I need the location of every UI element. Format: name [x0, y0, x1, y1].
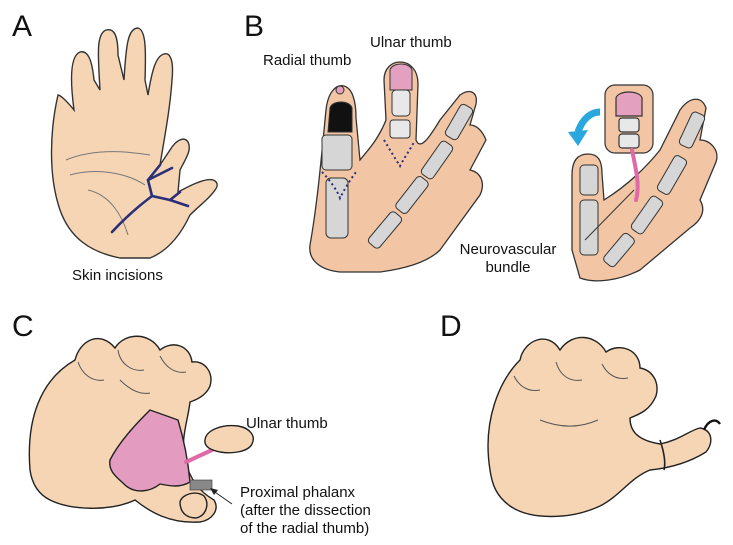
- phalanx-label-line-1: Proximal phalanx: [240, 484, 371, 502]
- ulnar-thumb-label-b: Ulnar thumb: [370, 34, 452, 52]
- phalanx-label-line-2: (after the dissection: [240, 502, 371, 520]
- neurovascular-bundle-label: Neurovascular bundle: [433, 241, 583, 277]
- panel-d-nail-tip: [704, 421, 720, 430]
- panel-letter-d: D: [440, 312, 462, 342]
- radial-thumb-label: Radial thumb: [263, 52, 351, 70]
- bundle-label-line-1: Neurovascular: [433, 241, 583, 259]
- skin-incisions-label: Skin incisions: [72, 267, 163, 285]
- panel-d-hand: [488, 337, 711, 516]
- panel-letter-b: B: [244, 12, 264, 42]
- panel-letter-a: A: [12, 12, 32, 42]
- ulnar-thumb-label-c: Ulnar thumb: [246, 415, 328, 433]
- proximal-phalanx-label: Proximal phalanx (after the dissection o…: [240, 484, 371, 538]
- panel-c-hand: [29, 336, 216, 522]
- bundle-label-line-2: bundle: [433, 259, 583, 277]
- panel-a-hand: [52, 28, 218, 258]
- panel-letter-c: C: [12, 312, 34, 342]
- transferred-ulnar-thumb: [605, 85, 653, 153]
- phalanx-label-line-3: of the radial thumb): [240, 520, 371, 538]
- proximal-phalanx-stub: [190, 480, 212, 490]
- panel-c-neurovascular-bundle: [186, 450, 212, 462]
- rotation-arrow: [568, 112, 600, 146]
- ulnar-thumb-pink-cap: [390, 64, 412, 90]
